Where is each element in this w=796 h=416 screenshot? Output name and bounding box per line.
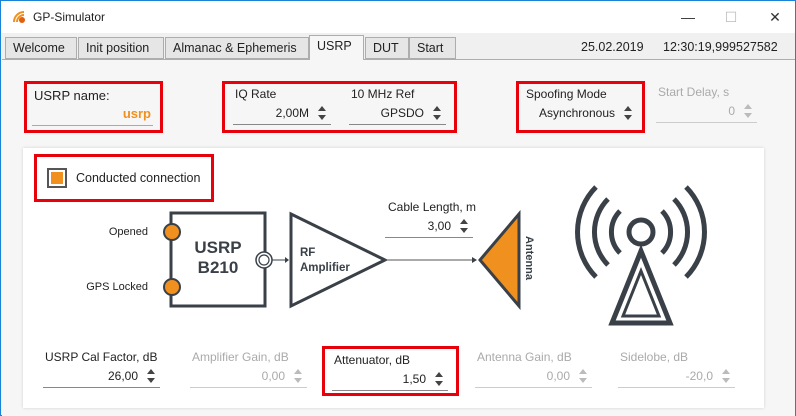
usrp-line1: USRP [194, 238, 242, 257]
tab-start[interactable]: Start [409, 37, 456, 59]
minimize-button[interactable]: — [681, 9, 695, 25]
tab-welcome[interactable]: Welcome [5, 37, 77, 59]
time-display: 12:30:19,999527582 [663, 40, 778, 54]
spin-arrows-icon[interactable] [744, 104, 753, 118]
attenuator-value: 1,50 [402, 372, 426, 386]
sidelobe-value: -20,0 [685, 369, 713, 383]
attenuator-label: Attenuator, dB [334, 353, 411, 367]
ref-label: 10 MHz Ref [351, 87, 415, 101]
spin-arrows-icon[interactable] [624, 106, 633, 120]
attenuator-group: Attenuator, dB 1,50 [322, 346, 459, 396]
usrp-cal-factor-value: 26,00 [107, 369, 138, 383]
amplifier-gain-value: 0,00 [261, 369, 285, 383]
antenna-gain-spinbox[interactable]: 0,00 [475, 366, 592, 388]
antenna-gain-label: Antenna Gain, dB [477, 350, 572, 364]
spin-arrows-icon[interactable] [147, 369, 156, 383]
conducted-group: Conducted connection [34, 154, 214, 202]
sidelobe-spinbox[interactable]: -20,0 [618, 366, 735, 388]
tab-usrp[interactable]: USRP [309, 35, 364, 60]
start-delay-spinbox[interactable]: 0 [656, 101, 757, 123]
title-bar: GP-Simulator — ☐ ✕ [1, 1, 795, 33]
gps-locked-label: GPS Locked [86, 281, 148, 293]
spin-arrows-icon[interactable] [722, 369, 731, 383]
opened-led-icon [163, 223, 181, 241]
amp-line2: Amplifier [300, 262, 350, 274]
spin-arrows-icon[interactable] [318, 106, 327, 120]
amplifier-label: RF Amplifier [300, 246, 350, 276]
tab-dut[interactable]: DUT [365, 37, 409, 59]
wireless-antenna-icon [575, 185, 707, 326]
signal-chain-diagram [163, 185, 707, 326]
gps-locked-led-icon [163, 278, 181, 296]
sidelobe-label: Sidelobe, dB [620, 350, 689, 364]
cable-length-label: Cable Length, m [388, 200, 477, 214]
window-title: GP-Simulator [33, 10, 106, 24]
spin-arrows-icon[interactable] [294, 369, 303, 383]
iq-ref-group: IQ Rate 2,00M 10 MHz Ref GPSDO [222, 81, 457, 133]
amplifier-gain-label: Amplifier Gain, dB [192, 350, 289, 364]
usrp-name-input[interactable]: usrp [32, 104, 153, 126]
connection-panel: Conducted connection Opened GPS Locked U… [23, 148, 764, 408]
date-display: 25.02.2019 [581, 40, 644, 54]
spoofing-select[interactable]: Asynchronous [524, 103, 637, 125]
maximize-button[interactable]: ☐ [724, 9, 738, 25]
amplifier-gain-spinbox[interactable]: 0,00 [190, 366, 307, 388]
start-delay-value: 0 [728, 104, 735, 118]
iq-rate-label: IQ Rate [235, 87, 277, 101]
checkbox-check-icon [51, 172, 63, 184]
attenuator-spinbox[interactable]: 1,50 [332, 369, 448, 391]
rf-amplifier-shape [289, 211, 389, 309]
antenna-gain-value: 0,00 [546, 369, 570, 383]
opened-label: Opened [108, 226, 148, 238]
conducted-checkbox[interactable] [47, 168, 67, 188]
spoofing-label: Spoofing Mode [526, 87, 607, 101]
amp-line1: RF [300, 247, 316, 259]
app-icon [13, 11, 25, 23]
antenna-shape [478, 209, 521, 311]
usrp-line2: B210 [197, 258, 239, 277]
spin-arrows-icon[interactable] [460, 219, 469, 233]
usrp-cal-factor-label: USRP Cal Factor, dB [45, 350, 158, 364]
tab-init-position[interactable]: Init position [78, 37, 164, 59]
start-delay-label: Start Delay, s [658, 85, 730, 99]
ref-value: GPSDO [380, 106, 424, 120]
spoofing-value: Asynchronous [538, 106, 615, 120]
spin-arrows-icon[interactable] [433, 106, 442, 120]
spin-arrows-icon[interactable] [579, 369, 588, 383]
antenna-label: Antenna [523, 236, 535, 280]
conducted-label: Conducted connection [76, 171, 201, 185]
spin-arrows-icon[interactable] [435, 372, 444, 386]
spoofing-group: Spoofing Mode Asynchronous [516, 81, 645, 133]
usrp-cal-factor-spinbox[interactable]: 26,00 [43, 366, 160, 388]
ref-select[interactable]: GPSDO [349, 103, 446, 125]
close-button[interactable]: ✕ [769, 9, 781, 25]
iq-rate-spinbox[interactable]: 2,00M [233, 103, 331, 125]
usrp-name-group: USRP name: usrp [24, 81, 163, 133]
usrp-name-label: USRP name: [34, 88, 110, 103]
cable-length-spinbox[interactable]: 3,00 [385, 216, 473, 238]
iq-rate-value: 2,00M [275, 106, 309, 120]
tab-almanac-ephemeris[interactable]: Almanac & Ephemeris [165, 37, 309, 59]
cable-length-value: 3,00 [427, 219, 451, 233]
usrp-tab-content: USRP name: usrp IQ Rate 2,00M 10 MHz Ref… [2, 59, 795, 416]
